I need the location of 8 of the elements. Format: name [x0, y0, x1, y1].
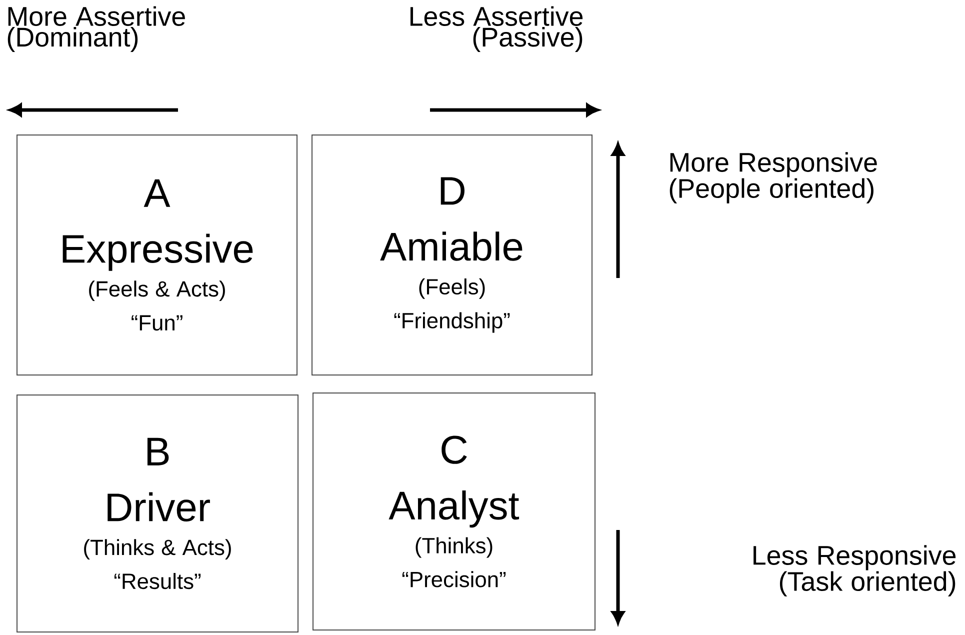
quadrant-box: D Amiable (Feels) “Friendship” — [312, 134, 592, 376]
axis-label: More Assertive (Dominant) — [8, 6, 185, 52]
quadrant-box: A Expressive (Feels & Acts) “Fun” — [16, 134, 298, 376]
axis-label: More Responsive (People oriented) — [670, 152, 877, 204]
quadrant-box: B Driver (Thinks & Acts) “Results” — [16, 394, 298, 632]
quadrant-box: C Analyst (Thinks) “Precision” — [312, 392, 596, 630]
axis-label: Less Responsive (Task oriented) — [754, 545, 956, 596]
axis-label: Less Assertive (Passive) — [410, 6, 583, 52]
